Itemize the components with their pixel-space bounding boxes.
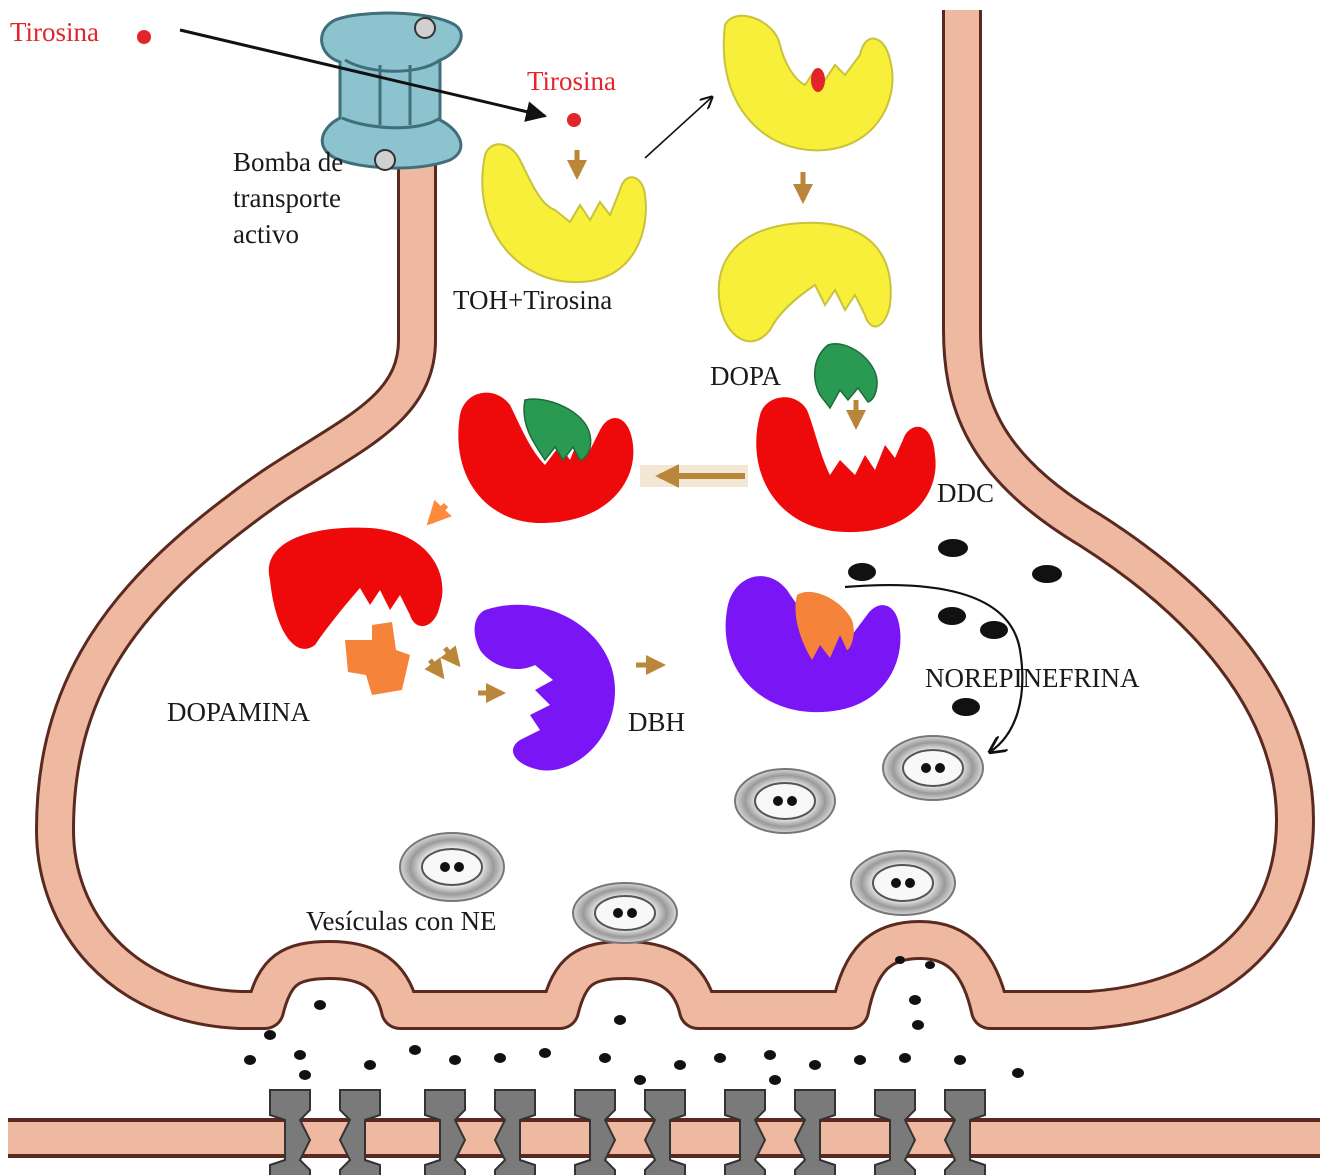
dopa-label: DOPA <box>710 360 781 392</box>
dopamine-molecule <box>345 622 410 695</box>
toh-tyrosine-label: TOH+Tirosina <box>453 284 612 316</box>
toh-enzyme-dopa <box>719 223 891 342</box>
vesicle <box>573 883 677 943</box>
toh-enzyme-bound <box>724 16 893 151</box>
tyrosine-dot-inside <box>567 113 581 127</box>
ddc-dopamine-complex <box>269 528 443 649</box>
vesicles-label: Vesículas con NE <box>306 905 496 937</box>
ddc-dopa-complex <box>458 393 633 523</box>
dbh-enzyme <box>475 605 615 771</box>
vesicle <box>735 769 835 833</box>
norepinephrine-label: NOREPINEFRINA <box>925 662 1140 694</box>
pump-label: Bomba de transporte activo <box>233 144 343 252</box>
to-toh-arrow <box>645 97 712 158</box>
toh-enzyme <box>482 144 646 282</box>
tyrosine-dot-outside <box>137 30 151 44</box>
vesicle <box>851 851 955 915</box>
dbh-dopamine-complex <box>726 576 901 712</box>
dopa-molecule <box>815 344 877 408</box>
tyrosine-inside-label: Tirosina <box>527 65 616 97</box>
vesicle <box>400 833 504 901</box>
dbh-label: DBH <box>628 706 685 738</box>
ddc-label: DDC <box>937 477 994 509</box>
vesicle <box>883 736 983 800</box>
ddc-enzyme <box>756 397 935 532</box>
ddc-to-dopamine-arrow <box>430 505 446 522</box>
dopamine-label: DOPAMINA <box>167 696 310 728</box>
tyrosine-outside-label: Tirosina <box>10 16 99 48</box>
